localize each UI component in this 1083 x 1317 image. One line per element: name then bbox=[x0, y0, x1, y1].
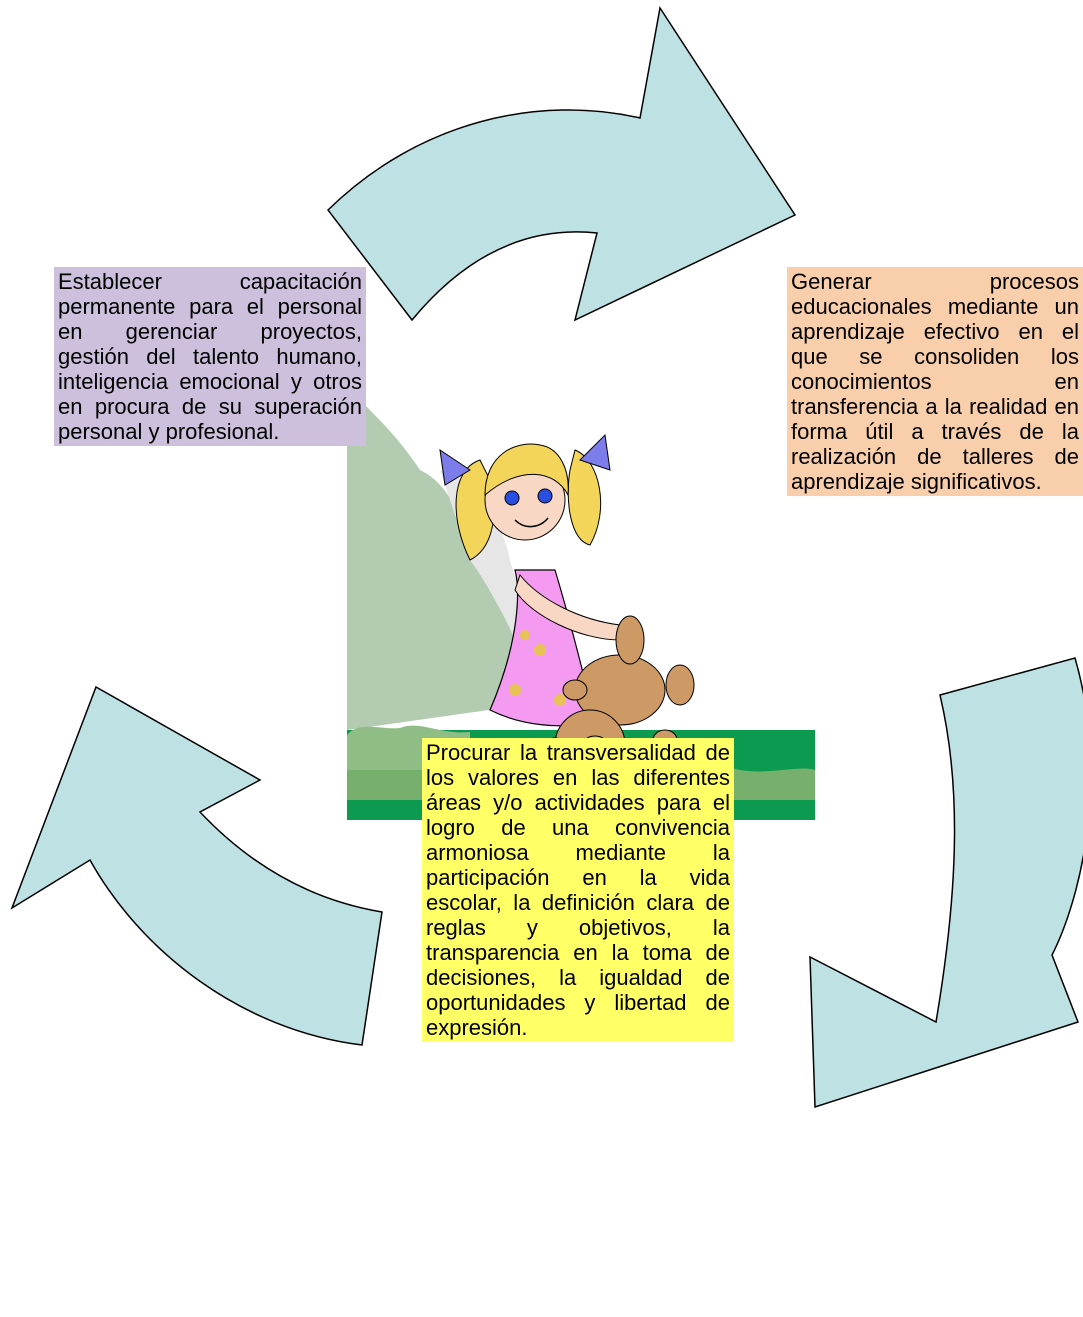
cycle-arrow-left bbox=[10, 685, 383, 1046]
girl-bangs bbox=[484, 443, 569, 497]
girl-eye-left bbox=[504, 490, 520, 506]
dress-dot bbox=[509, 684, 521, 696]
dress-dot bbox=[534, 644, 546, 656]
cycle-arrow-right bbox=[809, 657, 1083, 1109]
ribbon-right bbox=[579, 433, 611, 471]
girl-mouth bbox=[514, 517, 549, 528]
girl-eye-right bbox=[537, 488, 553, 504]
step-box-right: Generar procesos educacionales mediante … bbox=[787, 267, 1083, 496]
mountain-shape bbox=[347, 400, 560, 730]
dress-dot bbox=[520, 630, 530, 640]
step-text-left: Establecer capacitación permanente para … bbox=[58, 269, 362, 444]
bear-arm bbox=[562, 679, 588, 701]
ribbon-left bbox=[439, 448, 471, 486]
cycle-arrow-top bbox=[327, 6, 797, 322]
dress-dot bbox=[554, 694, 566, 706]
step-box-bottom: Procurar la transversalidad de los valor… bbox=[422, 738, 734, 1042]
step-box-left: Establecer capacitación permanente para … bbox=[54, 267, 366, 446]
step-text-bottom: Procurar la transversalidad de los valor… bbox=[426, 740, 730, 1040]
bear-leg bbox=[665, 664, 695, 706]
step-text-right: Generar procesos educacionales mediante … bbox=[791, 269, 1079, 494]
bear-arm bbox=[615, 615, 645, 665]
